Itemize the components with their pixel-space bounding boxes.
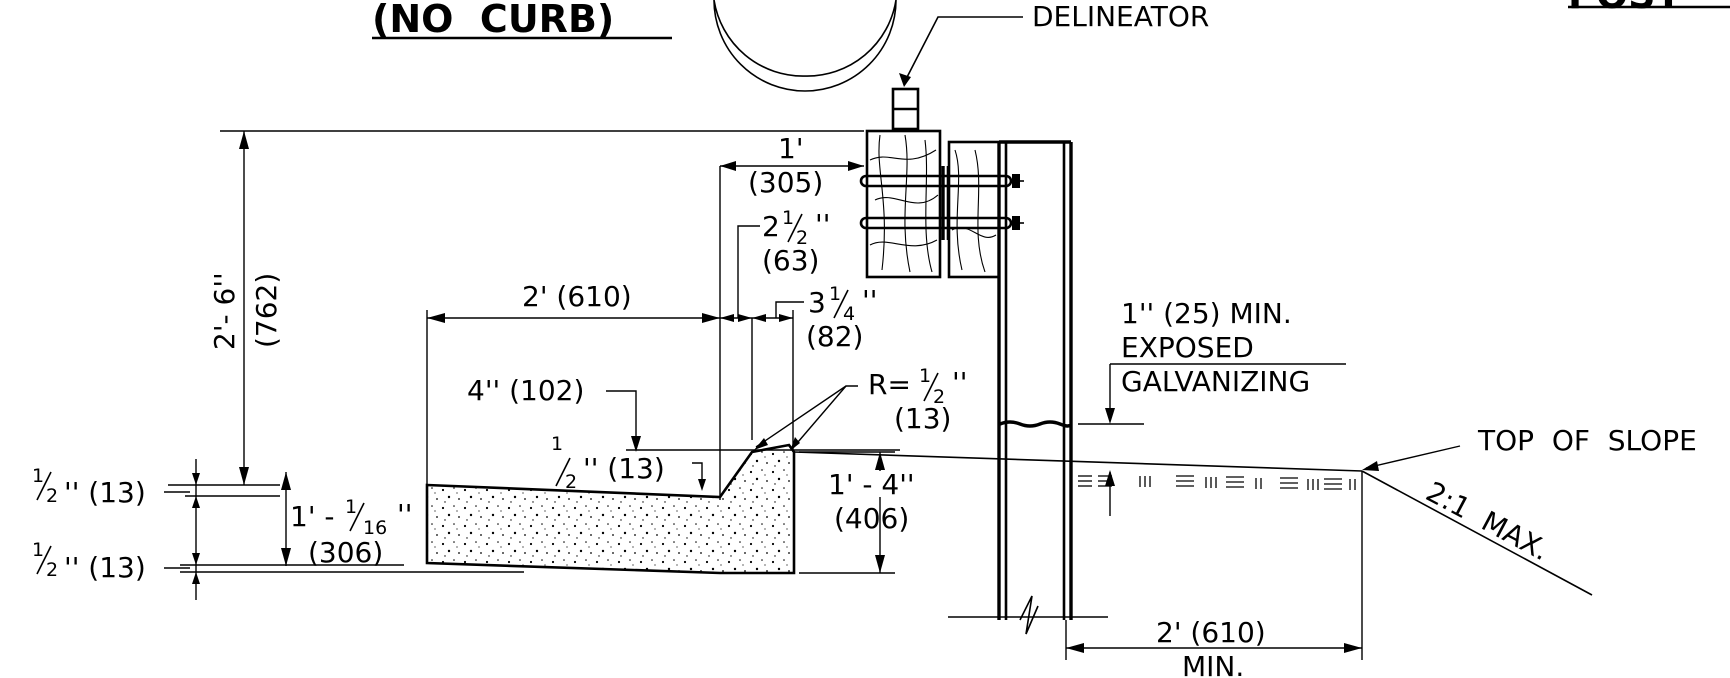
dim-1ft4-mask xyxy=(862,471,896,497)
top-of-slope-leader xyxy=(1365,445,1461,469)
dim-2half-slash xyxy=(787,213,803,243)
heading-no-curb: (NO CURB) xyxy=(372,0,614,41)
dim-thick-slash xyxy=(349,502,365,532)
dim-thick-prefix: 1' - xyxy=(290,500,335,533)
ground-line xyxy=(793,451,1363,472)
label-exposed-line2: EXPOSED xyxy=(1121,331,1254,364)
dim-radius-den: 2 xyxy=(933,386,945,408)
dim-lower-half-slash xyxy=(36,545,52,575)
dim-upper-half-num: 1 xyxy=(32,465,44,487)
dim-thick-num: 1 xyxy=(345,496,357,518)
dim-upper-half-rest: '' (13) xyxy=(64,476,146,509)
dim-radius-metric: (13) xyxy=(894,402,951,435)
delineator-leader xyxy=(903,16,1023,84)
dim-4in-label: 4'' (102) xyxy=(467,374,584,407)
dim-lower-half-den: 2 xyxy=(46,559,58,581)
label-exposed-line3: GALVANIZING xyxy=(1121,365,1310,398)
dim-2half-whole: 2 xyxy=(762,210,780,243)
dim-2half-den: 2 xyxy=(796,227,808,249)
bolt-assembly xyxy=(859,166,1024,240)
dim-3quarter-den: 4 xyxy=(843,303,855,325)
dim-upper-half-den: 2 xyxy=(46,485,58,507)
dim-1ft4-imperial: 1' - 4'' xyxy=(828,468,915,501)
label-exposed-line1: 1'' (25) MIN. xyxy=(1121,297,1292,330)
dim-thick-metric: (306) xyxy=(308,536,383,569)
dim-lower-half-num: 1 xyxy=(32,539,44,561)
wood-blockout-back xyxy=(947,140,1001,279)
pavement-slab xyxy=(425,443,796,575)
dim-radius-prefix: R= xyxy=(868,368,911,401)
label-slope-ratio: 2:1 MAX. xyxy=(1421,475,1555,567)
dim-3quarter-num: 1 xyxy=(829,283,841,305)
dim-1ft-imperial: 1' xyxy=(778,132,804,165)
dim-half-top-leader xyxy=(692,462,703,486)
dim-radius-unit: '' xyxy=(952,366,967,399)
dim-radius-slash xyxy=(923,372,939,402)
dim-3quarter-leader xyxy=(775,301,804,318)
dim-bottom-min: MIN. xyxy=(1182,650,1244,678)
dim-radius-num: 1 xyxy=(919,365,931,387)
heading-post-fragment: POST xyxy=(1568,0,1682,17)
dim-3quarter-whole: 3 xyxy=(808,286,826,319)
dim-2ft-label: 2' (610) xyxy=(522,280,632,313)
slope-line xyxy=(1361,470,1593,596)
dim-height-imperial: 2'- 6'' xyxy=(208,272,241,350)
radius-leader-1 xyxy=(755,385,858,448)
dim-3quarter-slash xyxy=(833,289,849,319)
grass-hatch xyxy=(1078,475,1356,490)
label-delineator: DELINEATOR xyxy=(1032,0,1209,33)
dim-4in-leader xyxy=(606,390,637,446)
dim-half-top-den: 2 xyxy=(565,471,577,493)
delineator-leader-arrow xyxy=(899,73,911,87)
wood-grain xyxy=(869,134,997,273)
dim-3quarter-metric: (82) xyxy=(806,320,863,353)
dim-bottom-2ft: 2' (610) xyxy=(1156,616,1266,649)
dim-2half-num: 1 xyxy=(782,207,794,229)
dim-thick-den: 16 xyxy=(363,517,387,539)
dim-2half-metric: (63) xyxy=(762,244,819,277)
radius-leader-2 xyxy=(791,385,847,450)
wood-blockout-front xyxy=(865,129,942,279)
detail-circle xyxy=(713,0,897,92)
dim-half-top-slash xyxy=(555,457,571,487)
label-top-of-slope: TOP OF SLOPE xyxy=(1477,424,1697,457)
dim-3quarter-unit: '' xyxy=(862,284,877,317)
dim-upper-half-slash xyxy=(36,471,52,501)
dim-half-top-num: 1 xyxy=(551,433,563,455)
dim-1ft4-metric: (406) xyxy=(834,502,909,535)
dim-2half-unit: '' xyxy=(815,208,830,241)
dim-thick-unit: '' xyxy=(397,498,412,531)
dim-height-metric: (762) xyxy=(250,273,283,348)
dim-lower-half-rest: '' (13) xyxy=(64,551,146,584)
dim-1ft-metric: (305) xyxy=(748,166,823,199)
steel-post xyxy=(997,140,1073,635)
dim-2half-leader xyxy=(737,225,760,318)
dim-half-top-rest: '' (13) xyxy=(583,452,665,485)
